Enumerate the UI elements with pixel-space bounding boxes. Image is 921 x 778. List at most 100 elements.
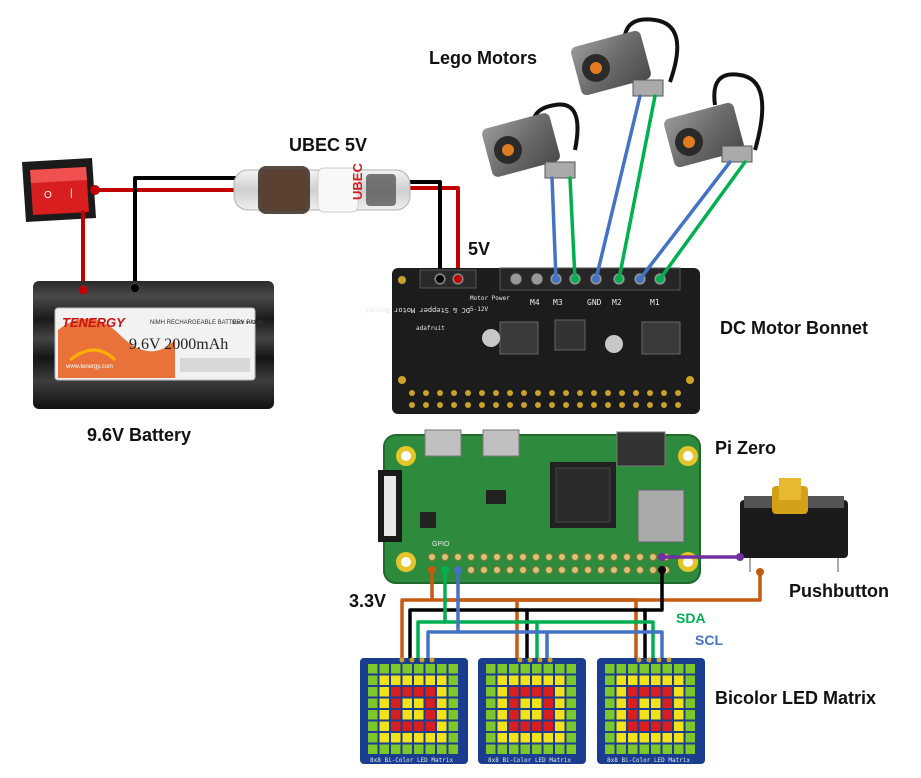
matrix-led	[662, 664, 672, 674]
matrix-led	[662, 721, 672, 731]
ubec-print: UBEC	[350, 163, 365, 200]
matrix-led	[566, 733, 576, 743]
matrix-led	[391, 687, 401, 697]
matrix-led	[639, 710, 649, 720]
matrix-led	[605, 733, 615, 743]
matrix-led	[414, 721, 424, 731]
matrix-led	[685, 733, 695, 743]
matrix-led	[616, 744, 626, 754]
matrix-led	[651, 744, 661, 754]
matrix-led	[391, 698, 401, 708]
matrix-led	[368, 698, 378, 708]
bonnet-name: DC & Stepper Motor Bonnet	[365, 306, 470, 314]
matrix-led	[486, 710, 496, 720]
matrix-pin	[399, 657, 405, 663]
matrix-led	[685, 721, 695, 731]
matrix-led	[402, 698, 412, 708]
matrix-led	[425, 733, 435, 743]
matrix-led	[368, 710, 378, 720]
matrix-pin	[527, 657, 533, 663]
bonnet-power: Motor Power	[470, 295, 510, 302]
matrix-led	[662, 710, 672, 720]
matrix-led	[368, 744, 378, 754]
matrix-led	[555, 687, 565, 697]
matrix-led	[674, 710, 684, 720]
matrix-led	[509, 664, 519, 674]
matrix-led	[379, 744, 389, 754]
matrix-led	[605, 721, 615, 731]
matrix-led	[520, 744, 530, 754]
matrix-led	[651, 733, 661, 743]
matrix-led	[497, 675, 507, 685]
matrix-led	[639, 721, 649, 731]
matrix-led	[674, 675, 684, 685]
matrix-led	[605, 698, 615, 708]
matrix-led	[391, 710, 401, 720]
matrix-led	[425, 710, 435, 720]
matrix-led	[532, 710, 542, 720]
signal-wire-dots	[428, 553, 764, 576]
matrix-led	[379, 733, 389, 743]
matrix-led	[555, 733, 565, 743]
matrix-led	[368, 675, 378, 685]
matrix-led	[532, 687, 542, 697]
matrix-led	[566, 698, 576, 708]
matrix-led	[685, 710, 695, 720]
matrix-led	[662, 698, 672, 708]
matrix-led	[497, 664, 507, 674]
led-matrix-label: Bicolor LED Matrix	[715, 688, 876, 708]
pushbutton-label: Pushbutton	[789, 581, 889, 601]
matrix-led	[379, 710, 389, 720]
matrix-pin	[646, 657, 652, 663]
signal-wires	[400, 555, 762, 662]
matrix-led	[402, 675, 412, 685]
svg-text:O: O	[44, 190, 52, 201]
lego-motor-2	[571, 17, 680, 97]
matrix-led	[520, 733, 530, 743]
matrix-led	[651, 675, 661, 685]
matrix-led	[566, 721, 576, 731]
matrix-led	[368, 721, 378, 731]
matrix-pin	[419, 657, 425, 663]
matrix-led	[379, 675, 389, 685]
matrix-led	[402, 733, 412, 743]
matrix-led	[497, 698, 507, 708]
battery-url: www.tenergy.com	[65, 364, 113, 370]
matrix-led	[543, 675, 553, 685]
matrix-led	[555, 675, 565, 685]
matrix-led	[605, 687, 615, 697]
matrix-led	[425, 675, 435, 685]
matrix-led	[486, 733, 496, 743]
matrix-led	[662, 675, 672, 685]
matrix-led	[685, 675, 695, 685]
matrix-led	[414, 733, 424, 743]
matrix-led	[543, 664, 553, 674]
matrix-led	[520, 687, 530, 697]
matrix-led	[639, 744, 649, 754]
matrix-led	[448, 687, 458, 697]
lego-motor-3	[664, 72, 765, 168]
matrix-led	[437, 698, 447, 708]
matrix-led	[425, 721, 435, 731]
matrix-led	[532, 664, 542, 674]
matrix-led	[639, 733, 649, 743]
matrix-led	[532, 744, 542, 754]
matrix-led	[566, 710, 576, 720]
matrix-led	[628, 698, 638, 708]
pi-zero-label: Pi Zero	[715, 438, 776, 458]
matrix-led	[486, 664, 496, 674]
matrix-led	[520, 664, 530, 674]
matrix-led	[448, 733, 458, 743]
matrix-led	[616, 710, 626, 720]
matrix-led	[509, 675, 519, 685]
matrix-led	[543, 698, 553, 708]
matrix-led	[616, 687, 626, 697]
matrix-led	[566, 675, 576, 685]
matrix-led	[651, 687, 661, 697]
matrix-led	[555, 710, 565, 720]
power-wires	[81, 176, 460, 292]
matrix-led	[543, 710, 553, 720]
matrix-led	[486, 687, 496, 697]
matrix-led	[566, 687, 576, 697]
